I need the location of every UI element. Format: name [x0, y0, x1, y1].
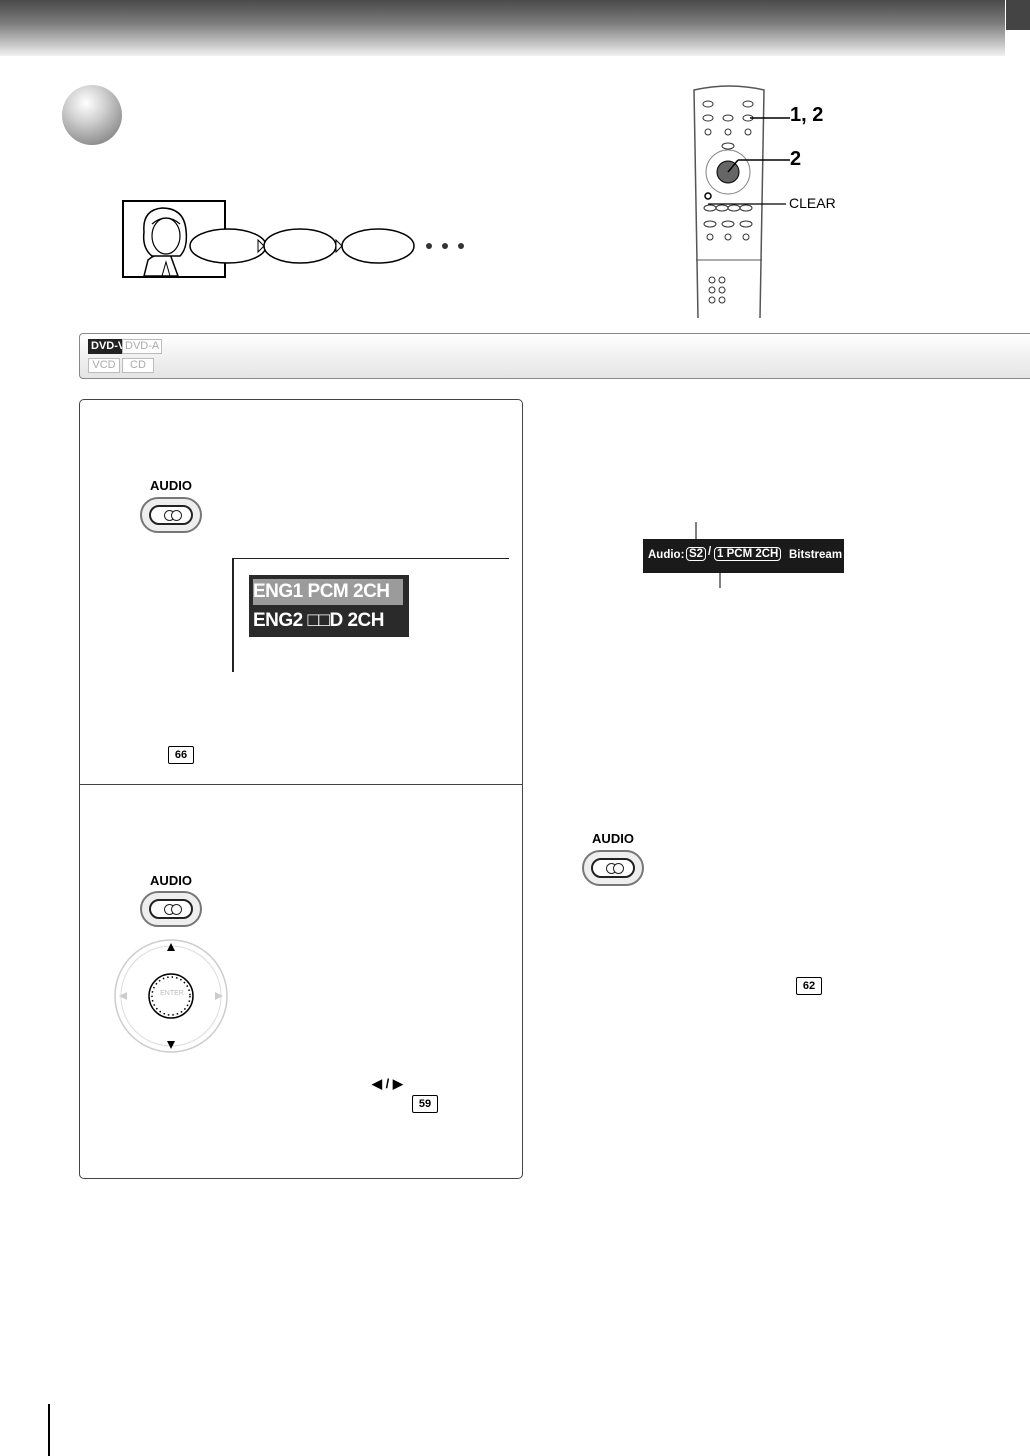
section-tab-gap: [1006, 30, 1030, 56]
badge-dvd-a: DVD-A: [122, 339, 163, 354]
page-margin-rule: [48, 1404, 50, 1456]
left-right-arrows-text: ◀ / ▶: [372, 1076, 403, 1091]
page-reference: 66: [168, 746, 194, 764]
steps-divider: [79, 784, 522, 785]
audio-button-face: [149, 899, 193, 919]
ellipsis-dot: [426, 243, 432, 249]
status-track: 1 PCM 2CH: [714, 547, 782, 561]
ellipsis-dot: [442, 243, 448, 249]
enter-button-label: ENTER: [160, 990, 184, 997]
audio-button[interactable]: [582, 850, 644, 886]
speaker-bubbles-icon: [122, 200, 415, 278]
page-reference: 59: [412, 1095, 438, 1113]
clear-button-label: CLEAR: [789, 195, 836, 211]
status-mode: Bitstream: [789, 549, 843, 561]
header-band: [0, 0, 1005, 56]
audio-button[interactable]: [140, 497, 202, 533]
section-tab: [1006, 0, 1030, 30]
audio-button-face: [591, 858, 635, 878]
callout-step-1-2: 1, 2: [790, 104, 824, 126]
audio-button-label: AUDIO: [150, 478, 192, 493]
status-label: Audio:: [648, 549, 685, 561]
section-bullet-icon: [62, 85, 122, 145]
audio-button-face: [149, 505, 193, 525]
disc-compatibility-strip: DVD-V DVD-A VCD CD: [79, 333, 1030, 379]
ellipsis-dot: [458, 243, 464, 249]
navigation-pad[interactable]: [113, 938, 229, 1054]
osd-audio-option-selected[interactable]: ENG1 PCM 2CH: [253, 579, 403, 605]
callout-step-2: 2: [790, 148, 802, 170]
page-reference: 62: [796, 977, 822, 995]
screen-edge-line: [232, 558, 234, 672]
status-stream: S2: [686, 547, 707, 561]
audio-button-label: AUDIO: [592, 831, 634, 846]
badge-cd: CD: [122, 358, 154, 373]
badge-dvd-v: DVD-V: [88, 339, 129, 354]
badge-vcd: VCD: [88, 358, 120, 373]
steps-box: [79, 399, 523, 1179]
status-bar-callout-lines: [695, 522, 721, 588]
direction-pad-icon: [114, 939, 228, 1053]
screen-edge-line: [232, 558, 509, 559]
audio-osd-menu: ENG1 PCM 2CH ENG2 □□D 2CH: [249, 575, 409, 637]
audio-button-label: AUDIO: [150, 873, 192, 888]
language-illustration: [122, 200, 472, 280]
audio-status-bar: Audio: S2 / 1 PCM 2CH Bitstream: [643, 539, 844, 573]
status-slash: /: [708, 546, 712, 558]
callout-leaders: [708, 117, 790, 205]
osd-audio-option[interactable]: ENG2 □□D 2CH: [253, 610, 384, 631]
audio-button[interactable]: [140, 891, 202, 927]
